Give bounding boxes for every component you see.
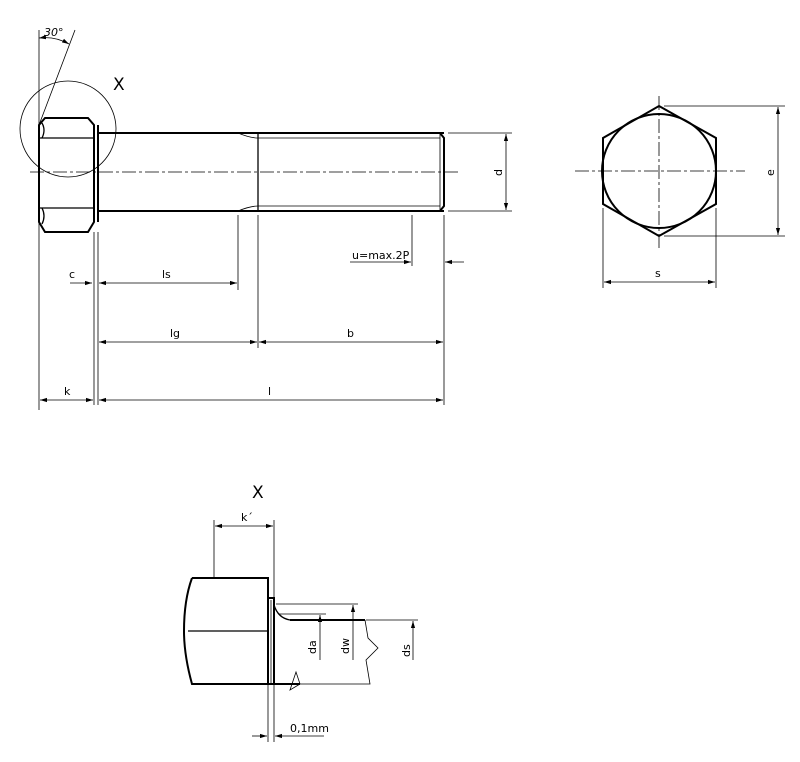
detail-mark: X [113, 75, 125, 95]
dim-ds-label: ds [400, 644, 413, 657]
detail-view-title: X [252, 483, 264, 503]
bolt-head-arc-lower [41, 207, 45, 225]
dim-kprime-label: k´ [241, 511, 253, 524]
detail-view-x: X k´ da dw ds [182, 483, 418, 742]
dim-l-label: l [268, 385, 271, 398]
dim-b-label: b [347, 327, 354, 340]
angle-arc [38, 35, 70, 45]
angle-label: 30° [44, 26, 64, 39]
detail-fillet [273, 604, 291, 621]
angle-ref-inclined [38, 29, 76, 126]
dim-da-label: da [306, 640, 319, 654]
thread-runout-top [237, 132, 259, 139]
detail-circle [19, 80, 117, 178]
dim-e-label: e [764, 169, 777, 176]
bolt-end-view: e s [575, 96, 785, 288]
dim-s-label: s [655, 267, 661, 280]
bolt-head-outline [38, 117, 95, 233]
detail-head-outline [182, 577, 269, 685]
dim-c-label: c [69, 268, 75, 281]
dim-lg-label: lg [170, 327, 180, 340]
bolt-head-arc-upper [41, 122, 45, 139]
dim-k-label: k [64, 385, 71, 398]
dim-d-label: d [492, 169, 505, 176]
dim-u-label: u=max.2P [352, 249, 410, 262]
detail-break-line-shank [300, 619, 379, 685]
dim-ls-label: ls [162, 268, 171, 281]
bolt-side-view: X 30° c ls lg b k l d [19, 26, 512, 410]
detail-break-line-lower [289, 670, 301, 691]
dim-dw-label: dw [339, 638, 352, 654]
thread-runout-bottom [237, 205, 259, 212]
dim-gap-label: 0,1mm [290, 722, 329, 735]
